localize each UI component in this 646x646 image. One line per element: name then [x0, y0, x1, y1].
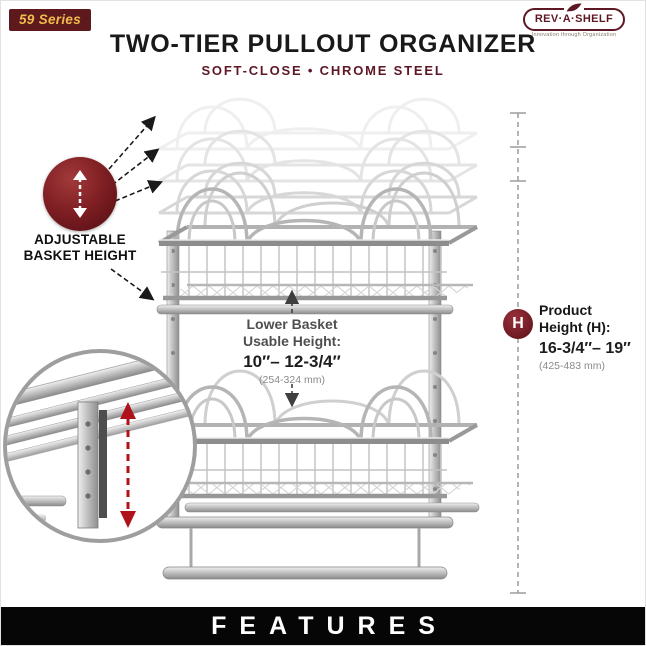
ghost-basket-positions	[158, 97, 478, 215]
height-measurement-line	[510, 112, 526, 594]
product-height-note: Product Height (H): 16-3/4″– 19″ (425-48…	[539, 302, 645, 372]
product-height-value: 16-3/4″– 19″	[539, 340, 631, 357]
vertical-double-arrow-icon	[73, 170, 87, 218]
adjustable-label-line1: ADJUSTABLE	[34, 232, 126, 247]
lower-basket-label-line1: Lower Basket	[246, 316, 338, 332]
adjustable-label: ADJUSTABLE BASKET HEIGHT	[5, 232, 155, 264]
inset-adjust-arrow-icon	[120, 402, 136, 528]
product-height-label-line1: Product	[539, 302, 592, 318]
product-subtitle: SOFT-CLOSE • CHROME STEEL	[201, 63, 445, 78]
inset-mount-bracket	[77, 401, 107, 529]
product-height-label-line2: Height (H):	[539, 318, 611, 335]
pull-handle	[162, 566, 448, 580]
product-height-metric: (425-483 mm)	[539, 360, 605, 372]
lower-basket-label-line2: Usable Height:	[242, 332, 341, 349]
brand-logo-oval: REV·A·SHELF	[522, 2, 626, 31]
product-title: TWO-TIER PULLOUT ORGANIZER	[109, 30, 537, 58]
adjustable-height-badge	[43, 157, 117, 231]
features-label: FEATURES	[211, 611, 448, 640]
leaf-icon	[563, 2, 584, 14]
brand-tagline: Innovation through Organization	[531, 32, 617, 38]
lower-basket-value: 10″– 12-3/4″	[243, 352, 341, 371]
features-banner: FEATURES	[1, 607, 645, 645]
base-rails	[156, 502, 480, 580]
rail-detail-inset	[3, 349, 197, 543]
height-symbol-badge: H	[503, 309, 533, 339]
lower-basket-metric: (254-324 mm)	[259, 374, 325, 386]
lower-basket-note: Lower Basket Usable Height: 10″– 12-3/4″…	[214, 316, 370, 386]
lower-basket	[158, 369, 478, 499]
brand-name: REV·A·SHELF	[534, 13, 614, 25]
brand-logo: REV·A·SHELF Innovation through Organizat…	[511, 2, 637, 38]
adjustable-label-line2: BASKET HEIGHT	[23, 248, 137, 263]
series-badge: 59 Series	[9, 9, 91, 31]
upper-basket	[156, 171, 478, 315]
